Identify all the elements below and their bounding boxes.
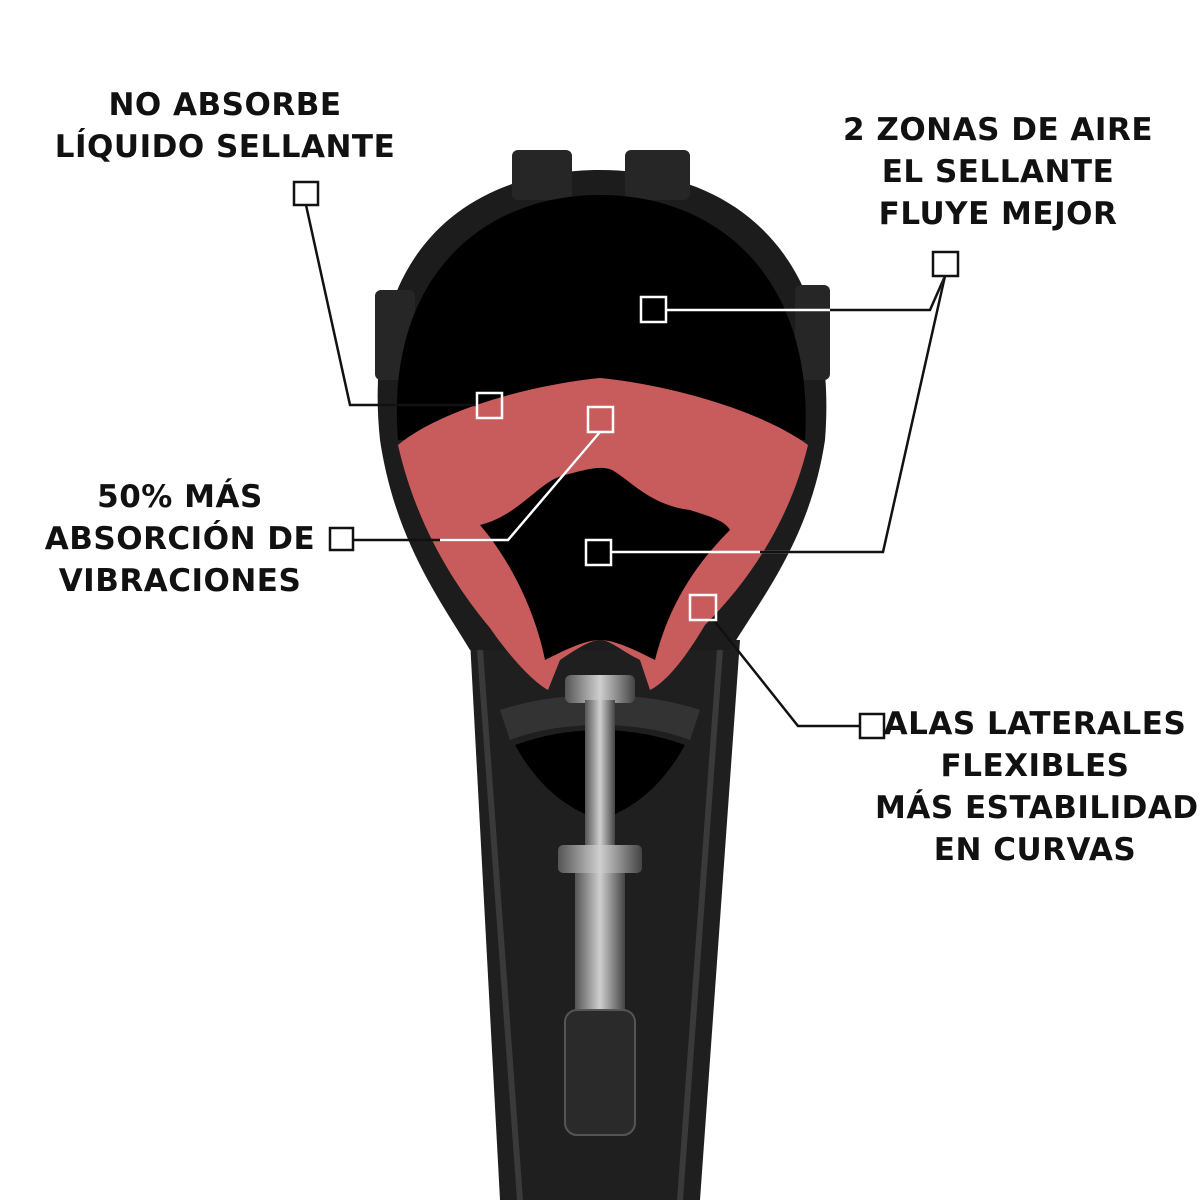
callout-box-sealant-label	[292, 180, 320, 207]
callout-air-zones-line: 2 ZONAS DE AIRE	[842, 112, 1154, 148]
valve-thread	[575, 873, 625, 1013]
callout-box-vibration-target	[586, 405, 615, 434]
callout-wings-line: MÁS ESTABILIDAD	[875, 790, 1199, 826]
valve-stem	[585, 700, 615, 860]
callout-line-sealant	[304, 204, 476, 407]
callout-air-zones-line: FLUYE MEJOR	[878, 196, 1118, 232]
callout-box-air-top-target	[639, 295, 668, 324]
valve-nut	[558, 845, 642, 873]
callout-box-air-bottom-target	[584, 538, 613, 567]
callout-sealant-line: NO ABSORBE	[108, 87, 342, 123]
callout-box-wings-target	[688, 593, 718, 622]
callout-box-vibration-label	[328, 526, 355, 552]
callout-box-sealant-target	[475, 391, 504, 420]
callout-sealant: NO ABSORBE LÍQUIDO SELLANTE	[45, 84, 405, 168]
callout-wings-line: ALAS LATERALES	[883, 706, 1187, 742]
callout-wings: ALAS LATERALES FLEXIBLES MÁS ESTABILIDAD…	[875, 703, 1199, 871]
tread-knob	[625, 150, 690, 200]
callout-line-wings	[711, 617, 860, 728]
callout-vibration-line: VIBRACIONES	[58, 563, 302, 599]
callout-vibration: 50% MÁS ABSORCIÓN DE VIBRACIONES	[20, 476, 340, 602]
callout-air-zones: 2 ZONAS DE AIRE EL SELLANTE FLUYE MEJOR	[818, 109, 1178, 235]
callout-vibration-line: 50% MÁS	[97, 479, 263, 515]
callout-wings-line: FLEXIBLES	[940, 748, 1130, 784]
callout-box-air-label	[931, 250, 960, 278]
callout-box-wings-label	[858, 712, 886, 740]
callout-line-vibration-inner	[440, 431, 601, 542]
rim-edge	[477, 649, 723, 1200]
callout-line-air-top-outside	[830, 275, 947, 312]
callout-wings-line: EN CURVAS	[933, 832, 1137, 868]
tread-knob	[512, 150, 572, 200]
callout-sealant-line: LÍQUIDO SELLANTE	[54, 129, 396, 165]
callout-air-zones-line: EL SELLANTE	[881, 154, 1115, 190]
callout-vibration-line: ABSORCIÓN DE	[44, 521, 316, 557]
valve-head	[565, 675, 635, 703]
valve-cap	[564, 1009, 636, 1136]
outer-air-chamber	[396, 195, 806, 440]
callout-line-air-bottom-outside	[760, 275, 947, 554]
